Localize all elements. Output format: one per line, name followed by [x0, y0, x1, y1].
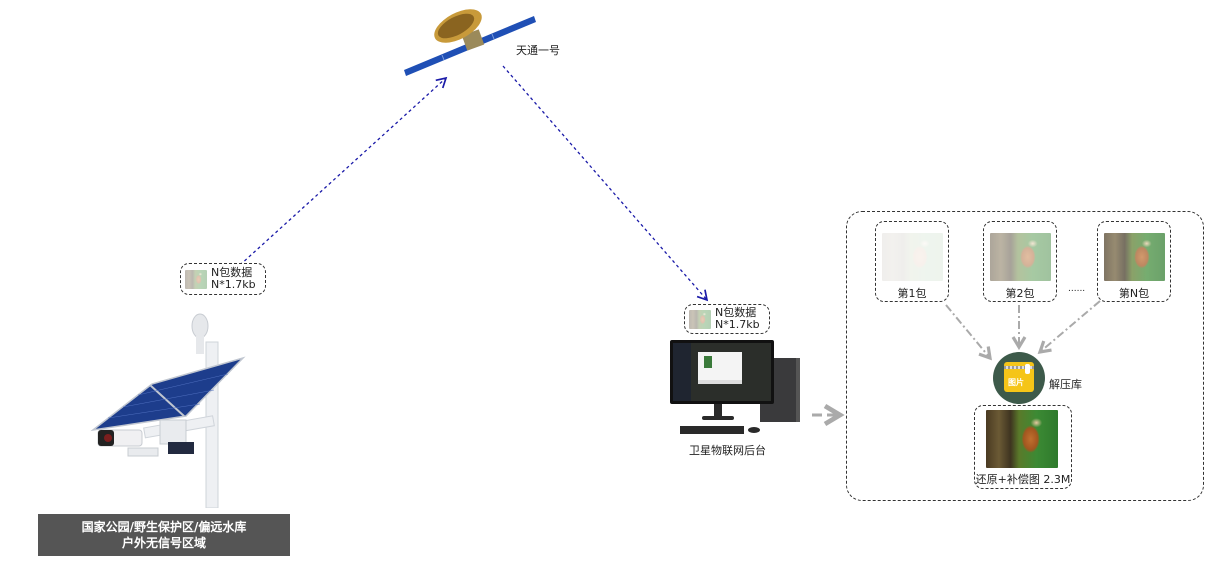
backend-label: 卫星物联网后台 [689, 444, 766, 457]
result-label: 还原+补偿图 2.3M [975, 473, 1071, 486]
packet-card-1: 第1包 [875, 221, 949, 302]
solar-camera-pole [88, 312, 248, 509]
packet-card-2: 第2包 [983, 221, 1057, 302]
uplink-packet-size: N*1.7kb [211, 278, 256, 291]
backend-computer [668, 338, 808, 438]
downlink-packet-box: N包数据 N*1.7kb [684, 304, 770, 334]
restored-image [986, 410, 1058, 468]
zip-badge-text: 图片 [1008, 378, 1024, 387]
satellite [402, 4, 537, 76]
desktop-computer-icon [670, 340, 800, 434]
packet-thumbnail [689, 310, 711, 329]
downlink-packet-count: N包数据 [715, 306, 757, 319]
field-site-line1: 国家公园/野生保护区/偏远水库 [81, 520, 247, 534]
zip-folder-icon: 图片 [1004, 362, 1034, 392]
decompress-icon: 图片 [993, 352, 1045, 404]
satellite-name: 天通一号 [516, 44, 560, 57]
packet-label: 第N包 [1118, 287, 1150, 300]
result-card: 还原+补偿图 2.3M [974, 405, 1072, 489]
uplink-line [239, 76, 448, 266]
decompress-label: 解压库 [1049, 378, 1082, 391]
uplink-packet-count: N包数据 [211, 266, 253, 279]
downlink-line [502, 65, 709, 302]
packet-image [882, 233, 943, 281]
field-site-line2: 户外无信号区域 [121, 536, 206, 550]
packet-thumbnail [185, 270, 207, 289]
field-site-banner: 国家公园/野生保护区/偏远水库 户外无信号区域 [38, 514, 290, 556]
packet-label: 第2包 [1005, 287, 1035, 300]
satellite-icon [404, 9, 536, 76]
packet-card-n: 第N包 [1097, 221, 1171, 302]
packet-image [990, 233, 1051, 281]
packet-label: 第1包 [897, 287, 927, 300]
restore-panel [846, 211, 1204, 501]
uplink-packet-box: N包数据 N*1.7kb [180, 263, 266, 295]
downlink-packet-size: N*1.7kb [715, 318, 760, 331]
packet-image [1104, 233, 1165, 281]
solar-camera-pole-icon [90, 313, 246, 509]
packet-ellipsis: ...... [1068, 284, 1086, 294]
